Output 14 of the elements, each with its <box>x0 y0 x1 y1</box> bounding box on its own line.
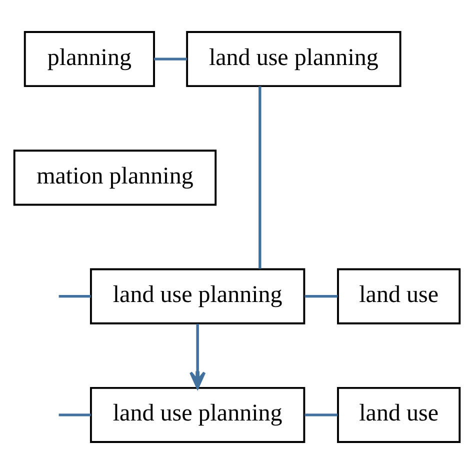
connector <box>154 58 187 60</box>
node-box: land use <box>337 386 461 443</box>
node-box: mation planning <box>13 150 217 206</box>
connector <box>58 294 91 298</box>
node-box: land use <box>337 268 461 324</box>
connector <box>304 414 338 416</box>
connector <box>304 294 338 298</box>
node-box: land use planning <box>90 386 306 443</box>
node-box: land use planning <box>186 31 402 88</box>
arrow <box>189 324 206 389</box>
node-box: land use planning <box>90 268 306 324</box>
connector <box>58 414 91 416</box>
node-box: planning <box>24 31 155 88</box>
connector <box>258 86 262 269</box>
